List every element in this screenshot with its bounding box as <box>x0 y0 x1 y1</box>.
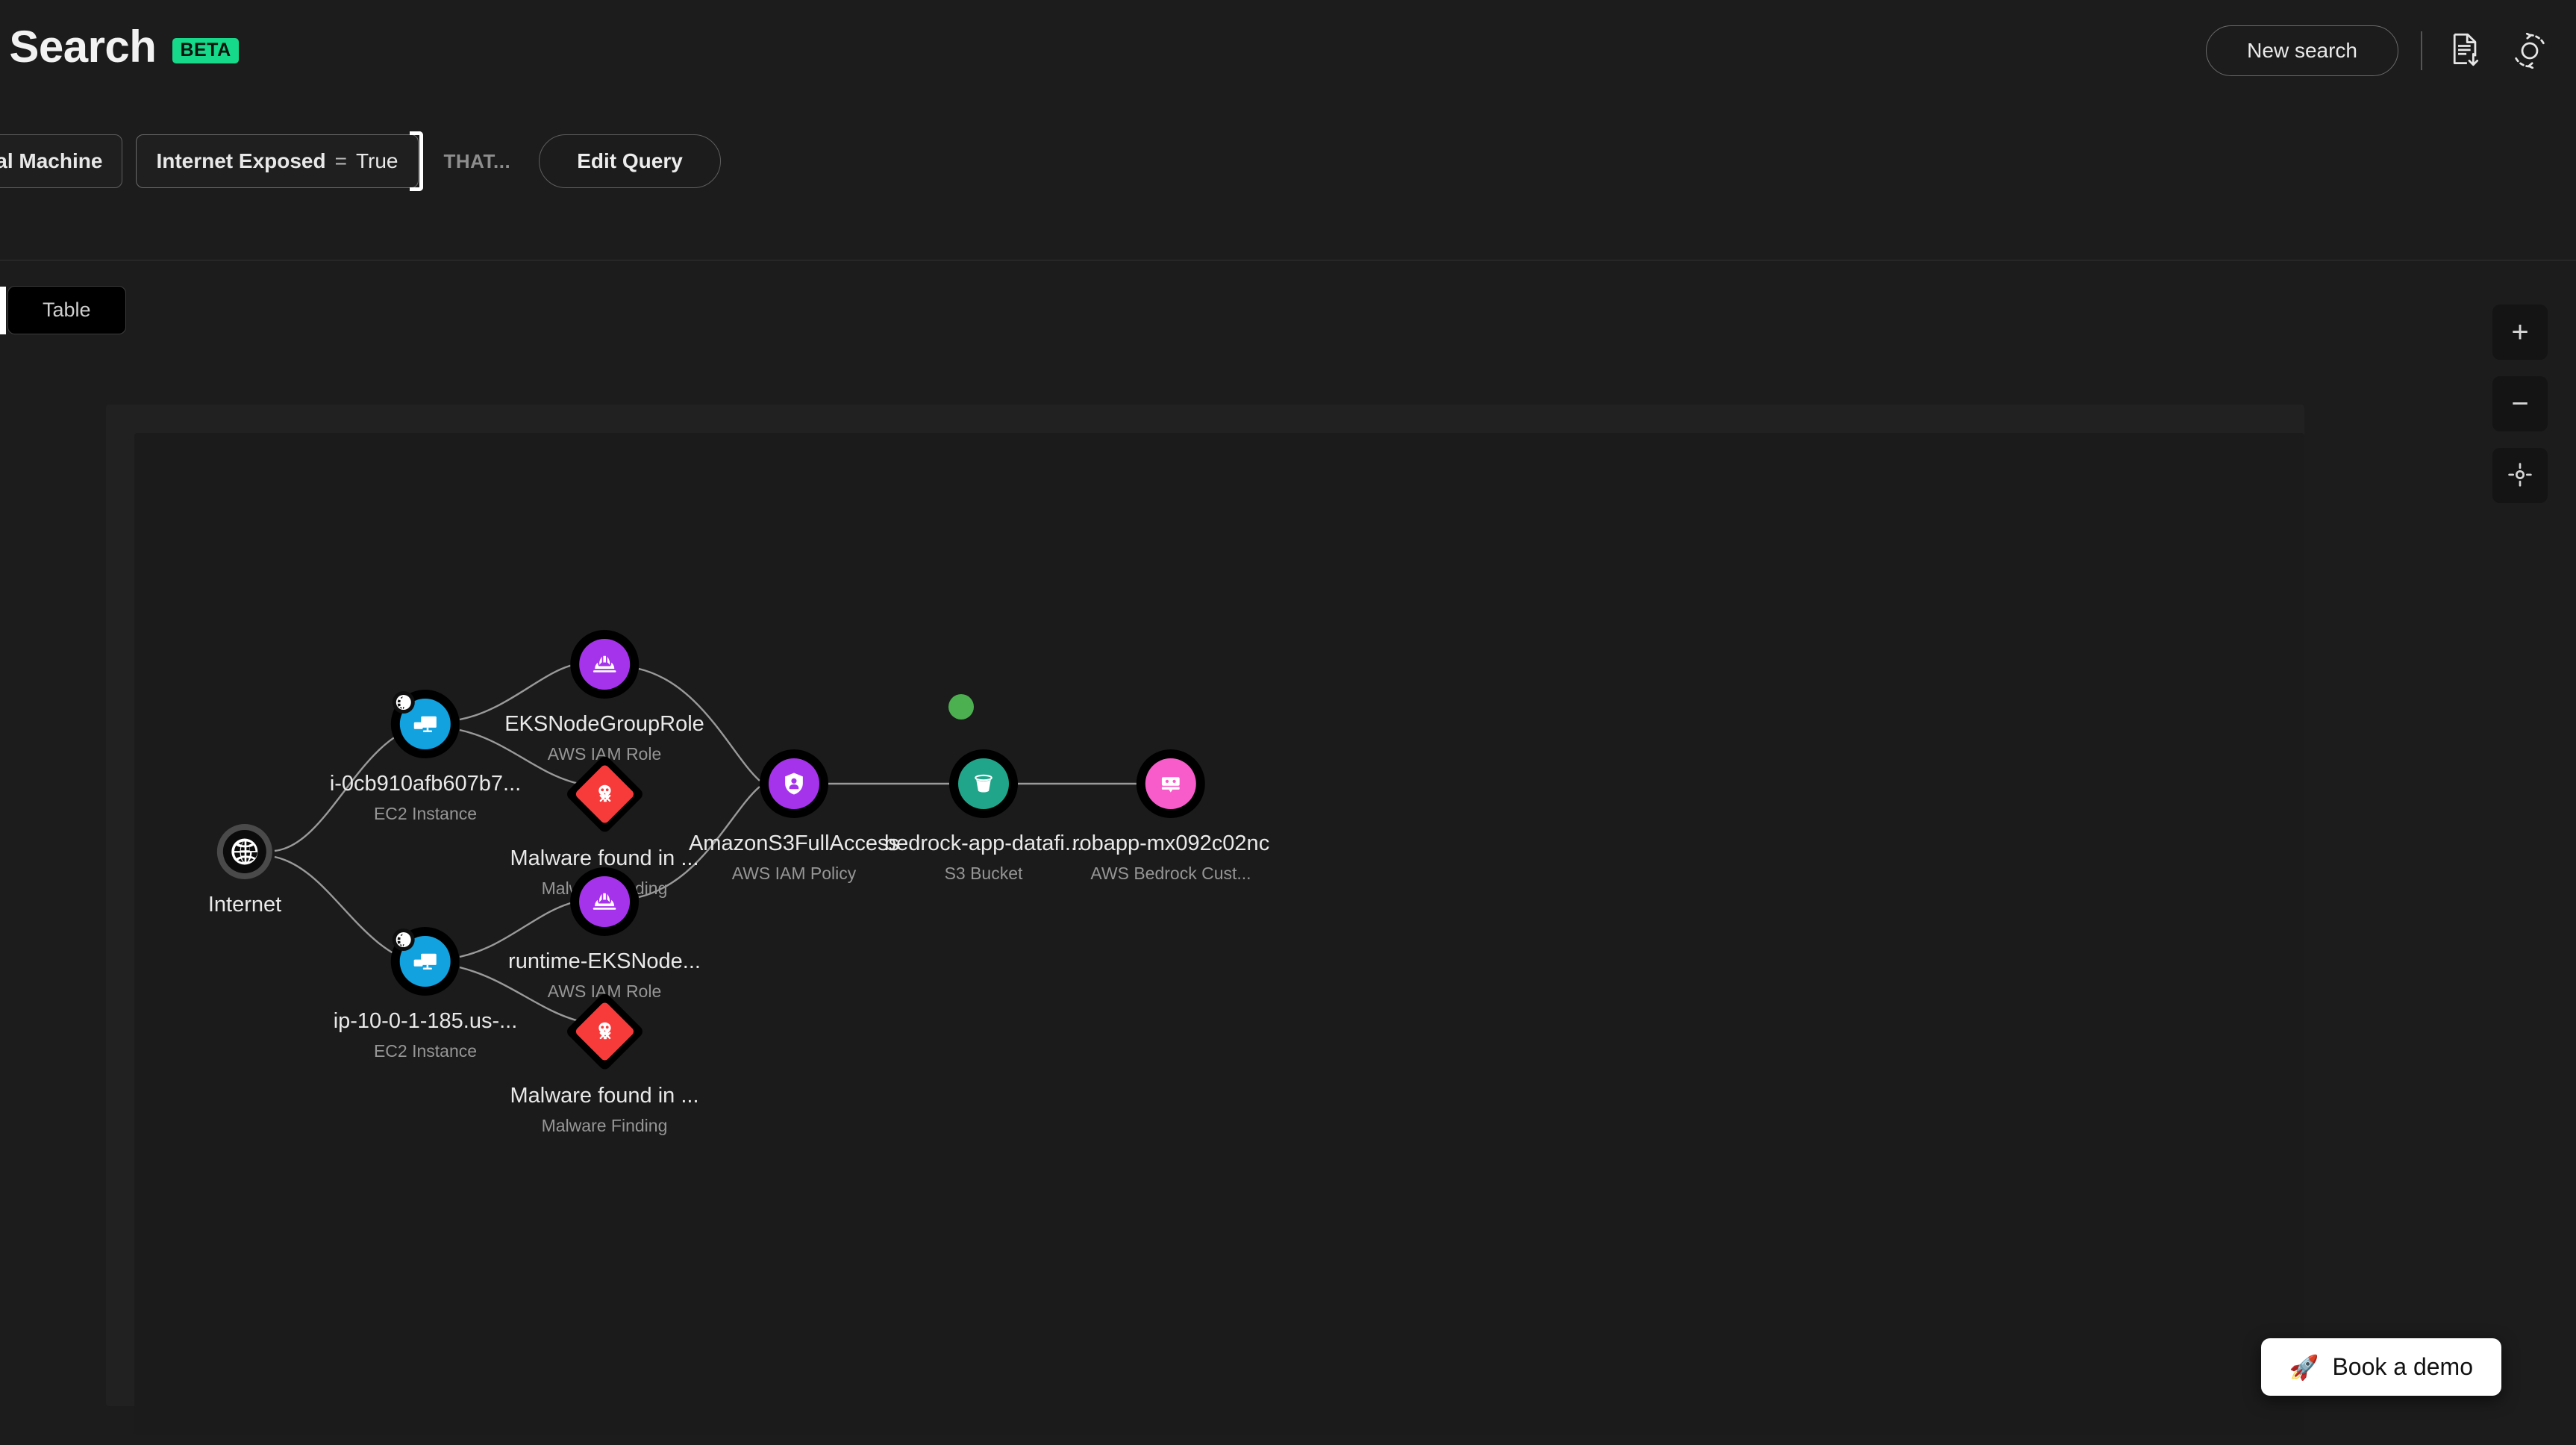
graph-node-malware-finding-bottom[interactable]: Malware found in ... Malware Finding <box>510 991 699 1136</box>
query-pill-field: Internet Exposed <box>156 149 326 172</box>
title-area: n Search BETA <box>0 21 239 72</box>
hard-hat-icon <box>578 639 630 690</box>
node-diamond <box>564 754 645 834</box>
page-title: n Search <box>0 22 157 72</box>
internet-exposed-globe-badge-icon <box>393 929 415 951</box>
node-shape <box>569 630 639 699</box>
zoom-controls: + − <box>2492 305 2548 503</box>
graph-node-iam-role-bottom[interactable]: runtime-EKSNode... AWS IAM Role <box>508 867 701 1002</box>
graph-canvas[interactable]: Internet <box>134 433 2304 1435</box>
node-ring <box>760 749 828 818</box>
graph-node-iam-policy[interactable]: AmazonS3FullAccess AWS IAM Policy <box>689 749 899 884</box>
finding-diamond-fill <box>573 1000 636 1063</box>
node-subtitle: S3 Bucket <box>944 864 1023 884</box>
internet-node-ring <box>217 824 272 879</box>
finding-diamond-fill <box>573 763 636 826</box>
graph-node-bedrock-model[interactable]: robapp-mx092c02nc AWS Bedrock Cust... <box>1072 749 1269 884</box>
minus-icon: − <box>2511 387 2529 420</box>
app-header: n Search BETA New search <box>0 0 2576 119</box>
hard-hat-icon <box>578 876 630 927</box>
node-ring <box>1136 749 1205 818</box>
node-shape <box>569 867 639 936</box>
node-shape <box>760 749 828 818</box>
edit-query-button[interactable]: Edit Query <box>539 134 721 188</box>
node-shape <box>564 754 645 834</box>
crosshair-center-icon <box>2507 461 2533 490</box>
query-pill-condition[interactable]: Internet Exposed = True <box>136 131 423 191</box>
node-ring <box>569 630 639 699</box>
internet-exposed-globe-badge-icon <box>393 691 415 714</box>
graph-node-iam-role-top[interactable]: EKSNodeGroupRole AWS IAM Role <box>504 630 704 764</box>
plus-icon: + <box>2511 316 2529 349</box>
query-pill-value: True <box>355 149 398 172</box>
node-subtitle: AWS Bedrock Cust... <box>1090 864 1251 884</box>
rocket-icon: 🚀 <box>2289 1353 2319 1381</box>
node-ring <box>948 749 1018 818</box>
query-pill-operator: = <box>334 149 347 172</box>
shield-person-icon <box>769 758 819 809</box>
book-a-demo-label: Book a demo <box>2332 1353 2473 1380</box>
node-shape <box>391 927 460 996</box>
header-divider <box>2421 31 2422 70</box>
node-label: Internet <box>207 893 282 917</box>
node-label: ip-10-0-1-185.us-... <box>333 1009 518 1033</box>
new-search-button[interactable]: New search <box>2206 25 2398 76</box>
green-status-dot-badge <box>948 694 974 720</box>
node-subtitle: EC2 Instance <box>373 1041 478 1061</box>
node-subtitle: AWS IAM Policy <box>731 864 857 884</box>
skull-crossbones-icon <box>593 1020 616 1043</box>
graph-node-ec2-instance-top[interactable]: i-0cb910afb607b7... EC2 Instance <box>330 690 521 824</box>
graph-node-internet[interactable]: Internet <box>208 824 281 917</box>
node-shape <box>391 690 460 758</box>
bucket-icon <box>957 758 1009 809</box>
node-shape <box>564 991 645 1072</box>
document-download-icon[interactable] <box>2445 30 2486 72</box>
node-label: EKSNodeGroupRole <box>504 712 704 736</box>
node-ring <box>569 867 639 936</box>
node-shape <box>948 694 1018 818</box>
zoom-in-button[interactable]: + <box>2492 305 2548 360</box>
tab-graph[interactable] <box>0 286 6 334</box>
graph-canvas-panel: Internet <box>106 405 2304 1435</box>
query-connector-label: THAT... <box>443 149 511 172</box>
node-label: Malware found in ... <box>510 1084 699 1108</box>
view-tabs: Table <box>0 286 126 334</box>
node-label: i-0cb910afb607b7... <box>329 772 522 796</box>
node-label: bedrock-app-datafi... <box>884 831 1083 855</box>
focus-bracket-icon <box>409 131 423 191</box>
tab-table[interactable]: Table <box>7 286 126 334</box>
refresh-sync-icon[interactable] <box>2509 30 2551 72</box>
graph-node-ec2-instance-bottom[interactable]: ip-10-0-1-185.us-... EC2 Instance <box>333 927 518 1061</box>
globe-icon <box>223 830 266 873</box>
graph-node-s3-bucket[interactable]: bedrock-app-datafi... S3 Bucket <box>884 694 1083 884</box>
node-label: AmazonS3FullAccess <box>688 831 900 855</box>
book-a-demo-button[interactable]: 🚀 Book a demo <box>2260 1338 2501 1396</box>
fit-to-screen-button[interactable] <box>2492 448 2548 503</box>
node-shape <box>1136 749 1205 818</box>
node-label: robapp-mx092c02nc <box>1072 831 1270 855</box>
node-shape <box>217 824 272 879</box>
query-bar: Virtual Machine Internet Exposed = True TH… <box>0 131 721 191</box>
zoom-out-button[interactable]: − <box>2492 376 2548 431</box>
robot-icon <box>1145 758 1196 809</box>
node-label: Malware found in ... <box>510 846 699 870</box>
node-subtitle: Malware Finding <box>541 1116 668 1136</box>
node-label: runtime-EKSNode... <box>508 949 701 973</box>
header-actions: New search <box>2206 25 2551 76</box>
skull-crossbones-icon <box>593 783 616 805</box>
node-subtitle: EC2 Instance <box>373 804 478 824</box>
beta-badge: BETA <box>172 37 239 63</box>
query-pill-entity[interactable]: Virtual Machine <box>0 134 123 188</box>
node-diamond <box>564 991 645 1072</box>
